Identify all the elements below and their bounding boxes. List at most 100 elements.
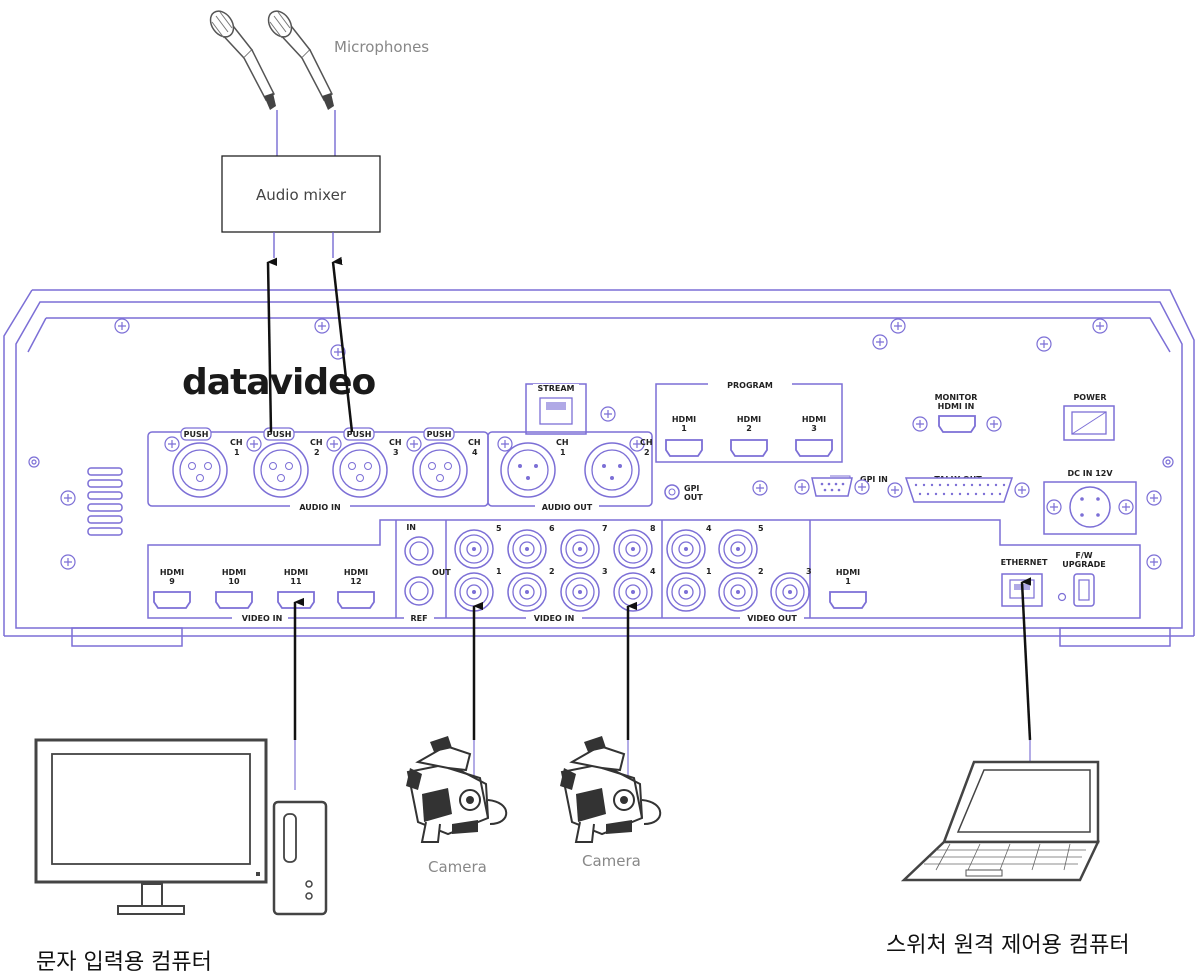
svg-text:IN: IN — [406, 523, 416, 532]
svg-text:STREAM: STREAM — [538, 384, 575, 393]
svg-text:CH: CH — [468, 438, 481, 447]
mount-holes — [28, 456, 1174, 468]
program-hdmi-section: PROGRAM HDMI 1 HDMI 2 HDMI 3 — [655, 379, 843, 463]
svg-text:2: 2 — [746, 424, 752, 433]
program-hdmi-3-port — [795, 439, 833, 457]
svg-text:CH: CH — [640, 438, 653, 447]
camera-2-label: Camera — [582, 852, 641, 870]
svg-text:5: 5 — [496, 524, 502, 533]
sdi-in-7-connector — [560, 529, 600, 569]
power-switch: POWER — [1063, 393, 1115, 441]
svg-text:HDMI: HDMI — [672, 415, 696, 424]
audio-mixer-label: Audio mixer — [256, 186, 347, 204]
audio-section: PUSH PUSH PUSH PUSH CH 1 CH 2 CH 3 CH 4 … — [147, 427, 653, 512]
svg-text:OUT: OUT — [432, 568, 451, 577]
audio-in-ch1-connector — [172, 442, 228, 498]
svg-text:HDMI: HDMI — [160, 568, 184, 577]
svg-text:MONITOR: MONITOR — [935, 393, 978, 402]
svg-text:F/W: F/W — [1075, 551, 1092, 560]
audio-out-ch1-connector — [500, 442, 556, 498]
svg-text:5: 5 — [758, 524, 764, 533]
sdi-in-3-connector — [560, 572, 600, 612]
svg-text:ETHERNET: ETHERNET — [1001, 558, 1048, 567]
switcher-rear-panel — [3, 289, 1195, 647]
arrow-laptop-to-ethernet — [1020, 582, 1032, 741]
svg-text:PUSH: PUSH — [267, 430, 292, 439]
hdmi-in-10-port — [215, 591, 253, 609]
svg-text:HDMI IN: HDMI IN — [938, 402, 975, 411]
gpi-out-port: GPI OUT — [664, 484, 703, 502]
svg-text:OUT: OUT — [684, 493, 703, 502]
audio-in-ch3-connector — [332, 442, 388, 498]
svg-text:VIDEO OUT: VIDEO OUT — [747, 614, 797, 623]
hdmi-video-in-section: HDMI 9 HDMI 10 HDMI 11 HDMI 12 VIDEO IN — [153, 568, 375, 623]
laptop-icon — [900, 760, 1100, 882]
sdi-out-5-connector — [718, 529, 758, 569]
sdi-out-1-connector — [666, 572, 706, 612]
svg-text:10: 10 — [228, 577, 240, 586]
svg-text:3: 3 — [602, 567, 608, 576]
svg-text:VIDEO IN: VIDEO IN — [242, 614, 283, 623]
svg-text:PUSH: PUSH — [427, 430, 452, 439]
sdi-in-8-connector — [613, 529, 653, 569]
ref-section: IN OUT REF — [404, 523, 451, 623]
svg-text:4: 4 — [650, 567, 656, 576]
audio-in-ch4-connector — [412, 442, 468, 498]
svg-text:REF: REF — [410, 614, 427, 623]
sdi-out-2-connector — [718, 572, 758, 612]
sdi-in-1-connector — [454, 572, 494, 612]
sdi-in-5-connector — [454, 529, 494, 569]
svg-text:3: 3 — [811, 424, 817, 433]
ethernet-port: ETHERNET — [1001, 558, 1067, 607]
svg-text:HDMI: HDMI — [284, 568, 308, 577]
svg-text:6: 6 — [549, 524, 555, 533]
svg-text:HDMI: HDMI — [836, 568, 860, 577]
stream-port: STREAM — [525, 383, 587, 435]
svg-text:PUSH: PUSH — [184, 430, 209, 439]
svg-text:2: 2 — [758, 567, 764, 576]
audio-in-label: AUDIO IN — [299, 503, 340, 512]
svg-text:4: 4 — [706, 524, 712, 533]
svg-text:2: 2 — [644, 448, 650, 457]
svg-text:2: 2 — [314, 448, 320, 457]
microphone-left-icon — [205, 6, 277, 111]
desktop-monitor-icon — [34, 738, 268, 915]
sdi-in-2-connector — [507, 572, 547, 612]
svg-text:CH: CH — [556, 438, 569, 447]
svg-text:7: 7 — [602, 524, 608, 533]
svg-text:CH: CH — [389, 438, 402, 447]
svg-text:PROGRAM: PROGRAM — [727, 381, 773, 390]
svg-text:1: 1 — [706, 567, 712, 576]
hdmi-in-12-port — [337, 591, 375, 609]
arrow-audio-ch3-to-mixer — [331, 262, 354, 433]
audio-mixer-box — [221, 155, 381, 233]
svg-text:2: 2 — [549, 567, 555, 576]
laptop-caption: 스위처 원격 제어용 컴퓨터 — [886, 933, 1130, 958]
svg-text:1: 1 — [234, 448, 240, 457]
svg-text:VIDEO IN: VIDEO IN — [534, 614, 575, 623]
sdi-video-in-section: 5 6 7 8 1 2 3 4 VIDEO IN — [454, 524, 656, 623]
desktop-tower-icon — [272, 800, 328, 916]
svg-text:GPI: GPI — [684, 484, 699, 493]
camera-1-icon — [405, 735, 508, 843]
svg-text:11: 11 — [290, 577, 302, 586]
svg-text:PUSH: PUSH — [347, 430, 372, 439]
svg-text:HDMI: HDMI — [222, 568, 246, 577]
svg-text:12: 12 — [350, 577, 361, 586]
svg-text:GPI IN: GPI IN — [860, 475, 888, 484]
svg-text:CH: CH — [230, 438, 243, 447]
svg-text:4: 4 — [472, 448, 478, 457]
svg-text:HDMI: HDMI — [802, 415, 826, 424]
svg-text:UPGRADE: UPGRADE — [1062, 560, 1105, 569]
svg-text:3: 3 — [393, 448, 399, 457]
svg-text:HDMI: HDMI — [344, 568, 368, 577]
svg-text:1: 1 — [681, 424, 687, 433]
svg-text:3: 3 — [806, 567, 812, 576]
audio-out-label: AUDIO OUT — [542, 503, 593, 512]
tally-out-port: TALLY OUT — [887, 475, 1030, 503]
svg-text:1: 1 — [845, 577, 851, 586]
program-hdmi-1-port — [665, 439, 703, 457]
hdmi-out-1-port — [829, 591, 867, 609]
svg-text:8: 8 — [650, 524, 656, 533]
microphones-label: Microphones — [334, 38, 429, 56]
